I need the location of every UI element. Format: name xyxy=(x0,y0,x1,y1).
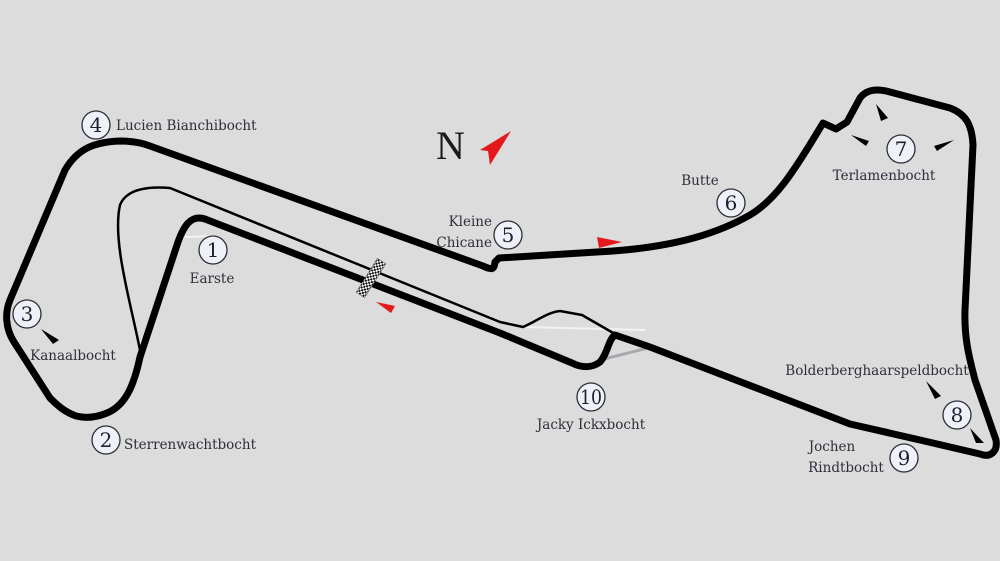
corner-name: Lucien Bianchibocht xyxy=(116,118,257,134)
corner-number: 6 xyxy=(725,191,738,215)
pointer-icon xyxy=(926,381,941,399)
pointer-icon xyxy=(970,428,984,443)
corner-number-circle xyxy=(889,443,919,473)
corner-number-circle xyxy=(576,382,606,412)
pointer-icon xyxy=(934,140,954,151)
pointer-icon xyxy=(851,135,869,146)
pointer-icon xyxy=(876,104,888,121)
corner-name: Chicane xyxy=(436,235,492,251)
corner-marker-2: 2 Sterrenwachtbocht xyxy=(91,425,257,455)
corner-number-circle xyxy=(716,188,746,218)
corner-marker-8: 8 Bolderberghaarspeldbocht xyxy=(785,363,972,430)
corner-name: Earste xyxy=(190,271,235,287)
corner-marker-6: 6 Butte xyxy=(681,173,746,218)
checkered-flag-icon xyxy=(355,258,387,298)
corner-number-circle xyxy=(81,110,111,140)
corner-number-circle xyxy=(198,235,228,265)
corner-name: Sterrenwachtbocht xyxy=(124,437,257,453)
compass-north-label: N xyxy=(436,123,465,168)
corner-name: Butte xyxy=(681,173,718,189)
direction-arrow-icon xyxy=(597,237,622,248)
connector-line xyxy=(522,326,646,331)
corner-marker-4: 4 Lucien Bianchibocht xyxy=(81,110,257,140)
old-track-loop xyxy=(116,186,616,351)
pointer-icon xyxy=(41,329,59,344)
corner-number: 4 xyxy=(90,113,103,137)
corner-name: Terlamenbocht xyxy=(833,168,936,184)
corner-name: Jochen xyxy=(807,439,856,455)
north-arrow-icon xyxy=(480,131,511,165)
corner-number: 8 xyxy=(951,403,964,427)
corner-number-circle xyxy=(91,425,121,455)
connector-line xyxy=(599,346,649,362)
corner-name: Kleine xyxy=(449,214,492,230)
corner-number-circle xyxy=(886,134,916,164)
corner-number: 2 xyxy=(100,428,113,452)
corner-name: Rindtbocht xyxy=(808,460,884,476)
corner-name: Jacky Ickxbocht xyxy=(535,417,646,433)
corner-number-circle xyxy=(12,299,42,329)
corner-name: Bolderberghaarspeldbocht xyxy=(785,363,969,379)
corner-number: 3 xyxy=(21,302,34,326)
corner-number-circle xyxy=(493,220,523,250)
corner-number: 1 xyxy=(207,238,220,262)
corner-number: 5 xyxy=(502,223,515,247)
corner-number: 7 xyxy=(895,137,908,161)
corner-number-circle xyxy=(942,400,972,430)
corner-name: Kanaalbocht xyxy=(30,348,116,364)
corner-number: 10 xyxy=(580,385,602,409)
corner-number: 9 xyxy=(898,446,911,470)
main-track xyxy=(3,86,1000,459)
direction-arrow-icon xyxy=(376,302,395,313)
